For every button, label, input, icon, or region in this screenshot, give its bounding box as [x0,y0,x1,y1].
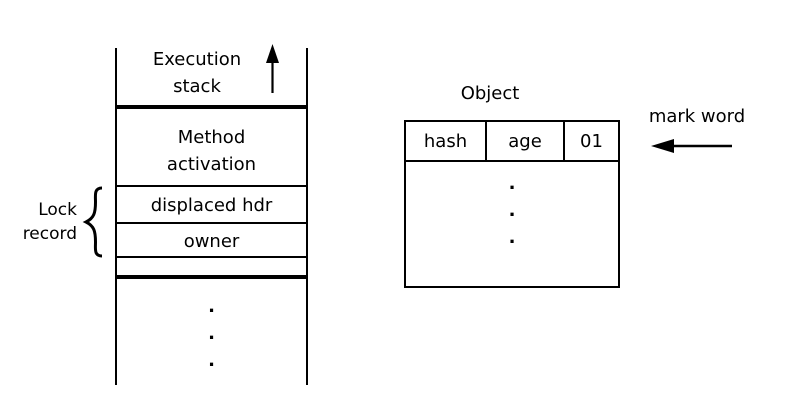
mark-word-left-arrow-icon [651,139,732,153]
stack-growth-up-arrow-icon [266,44,279,93]
displaced-hdr-slot-label: displaced hdr [150,195,273,216]
stack-frame-divider-thick-bottom [115,275,308,279]
divider-above-displaced-hdr [115,185,308,187]
left-curly-brace-icon [82,186,103,258]
lock-bits-field: 01 [580,130,603,152]
object-title: Object [460,83,520,104]
stack-right-border [306,48,308,385]
divider-below-owner [115,256,308,258]
stack-left-border [115,48,117,385]
hash-field: hash [406,122,487,160]
method-activation-frame-label: Method activation [166,127,257,175]
object-box: hash age 01 . . . [404,120,620,288]
execution-stack-label: Execution stack [152,49,242,97]
lock-record-label: Lock record [22,200,77,244]
mark-word-label: mark word [648,106,746,127]
divider-between-lock-record-slots [115,222,308,224]
owner-slot-label: owner [183,231,240,252]
stack-continuation-dots: . . . [208,296,215,371]
stack-frame-divider-thick-top [115,105,308,109]
object-body: . . . [406,162,618,286]
age-field: age [487,122,565,160]
object-body-dots: . . . [508,173,516,248]
object-mark-word-row: hash age 01 [406,122,618,162]
